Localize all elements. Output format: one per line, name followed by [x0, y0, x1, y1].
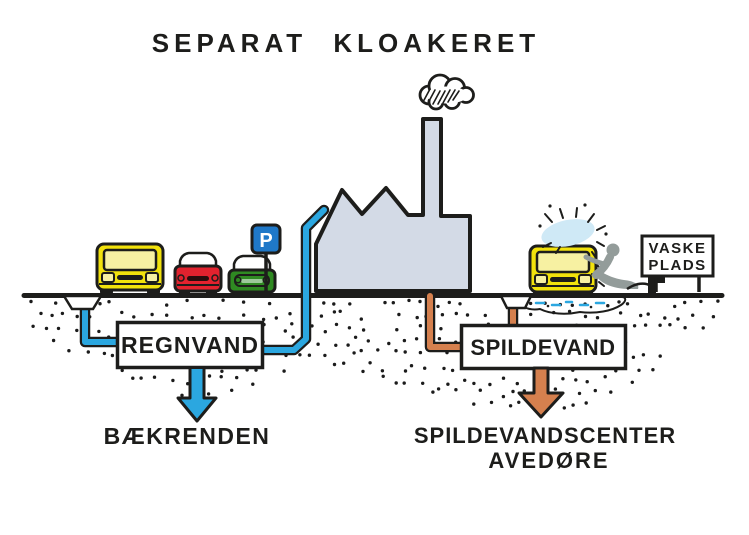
bus-headlight: [101, 272, 115, 283]
yellow-bus-icon: [95, 242, 165, 294]
car-headlight: [177, 274, 185, 282]
bus-windshield: [102, 248, 158, 272]
water-tap-icon: [648, 277, 665, 293]
rainwater-box: REGNVAND: [115, 320, 265, 370]
factory-building-icon: [314, 117, 472, 293]
wash-sign-line1: VASKE: [648, 240, 706, 257]
wastewater-destination-label-line2: AVEDØRE: [488, 448, 609, 473]
car-headlight: [211, 274, 219, 282]
yellow-bus-being-washed-icon: [528, 244, 598, 296]
bus-grille: [117, 275, 143, 280]
wash-water-puddle: [514, 296, 627, 315]
car-grille: [187, 276, 209, 281]
wash-place-sign: VASKE PLADS: [640, 234, 715, 292]
rainwater-box-label: REGNVAND: [121, 332, 259, 358]
red-car-icon: [173, 251, 223, 295]
bus-headlight: [578, 274, 592, 285]
bus-grille: [550, 277, 576, 282]
bus-headlight: [145, 272, 159, 283]
green-car-icon: [227, 254, 277, 295]
puddle-water-marks: [534, 300, 606, 307]
rainwater-pipe-factory-downspout: [258, 204, 330, 356]
smoke-cloud-icon: [418, 73, 475, 111]
street-drain-icon: [61, 294, 104, 311]
wastewater-box: SPILDEVAND: [459, 323, 628, 371]
smoke-hatching: [422, 88, 460, 105]
wastewater-pipe-factory: [424, 290, 471, 353]
wash-sign-line2: PLADS: [648, 257, 706, 274]
parking-sign-letter: P: [259, 230, 272, 252]
wastewater-box-label: SPILDEVAND: [470, 335, 615, 360]
car-headlight: [234, 276, 242, 284]
bus-headlight: [534, 274, 548, 285]
water-splash-icon: [538, 203, 608, 254]
car-windshield: [178, 251, 218, 269]
rainwater-pipe-street: [79, 299, 126, 348]
parking-sign: P: [250, 223, 282, 292]
car-windshield: [232, 254, 272, 273]
diagram-title: SEPARAT KLOAKERET: [152, 28, 540, 58]
rainwater-arrow: [176, 366, 218, 423]
wastewater-destination-label-line1: SPILDEVANDSCENTER: [414, 423, 676, 448]
wash-pad-drain-icon: [498, 294, 534, 310]
rainwater-destination-label: BÆKRENDEN: [104, 423, 271, 449]
person-washing-icon: [583, 243, 639, 289]
bus-windshield: [535, 250, 591, 274]
wastewater-arrow: [517, 366, 565, 419]
